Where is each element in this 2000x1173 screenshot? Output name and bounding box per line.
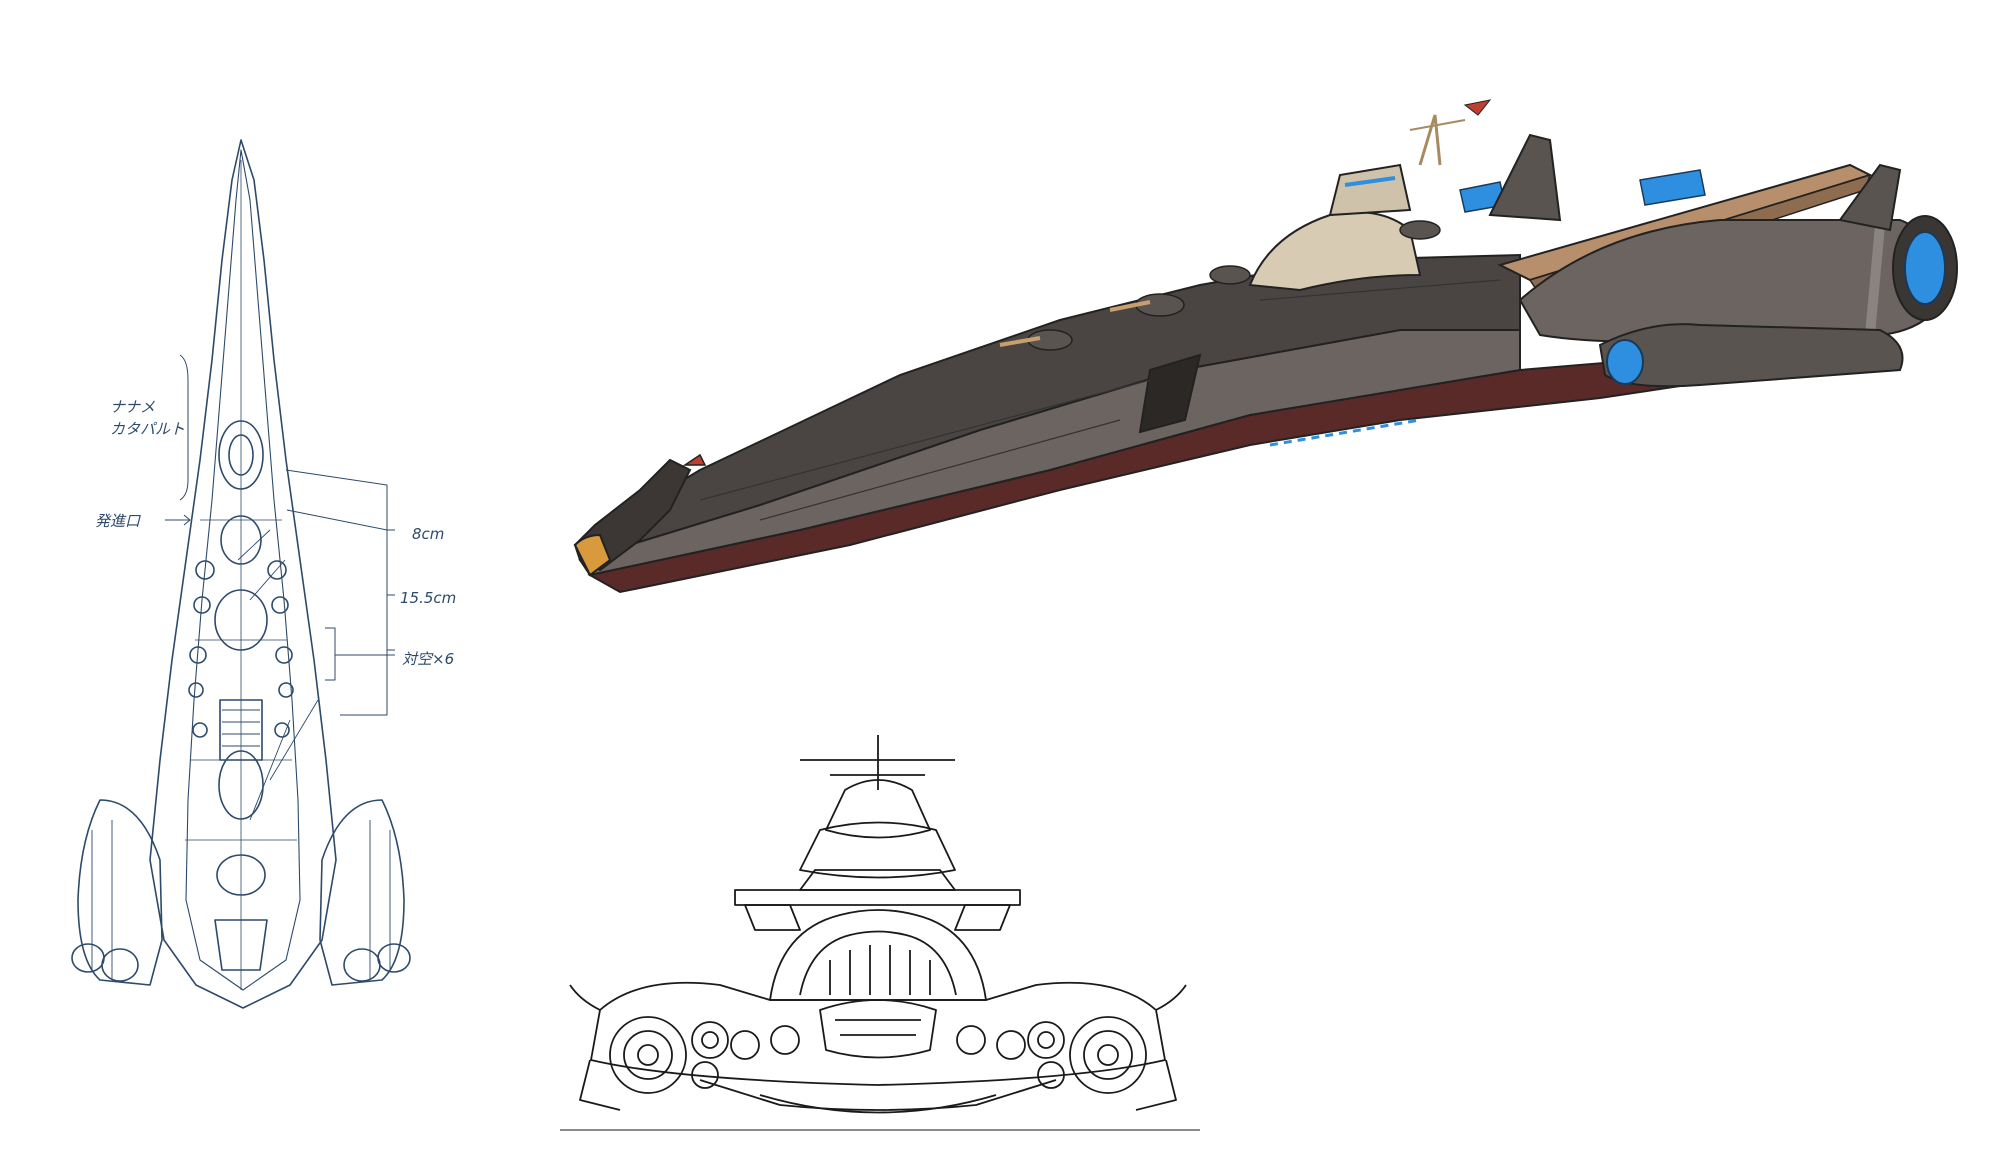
catapult-label-1: ナナメ <box>110 398 156 416</box>
aa-guns-label: 対空×6 <box>402 650 455 668</box>
launch-port-label: 発進口 <box>95 512 141 530</box>
dimension-8cm-label: 8cm <box>412 525 445 543</box>
dimension-15cm-label: 15.5cm <box>400 589 457 607</box>
catapult-label-2: カタパルト <box>110 420 186 438</box>
